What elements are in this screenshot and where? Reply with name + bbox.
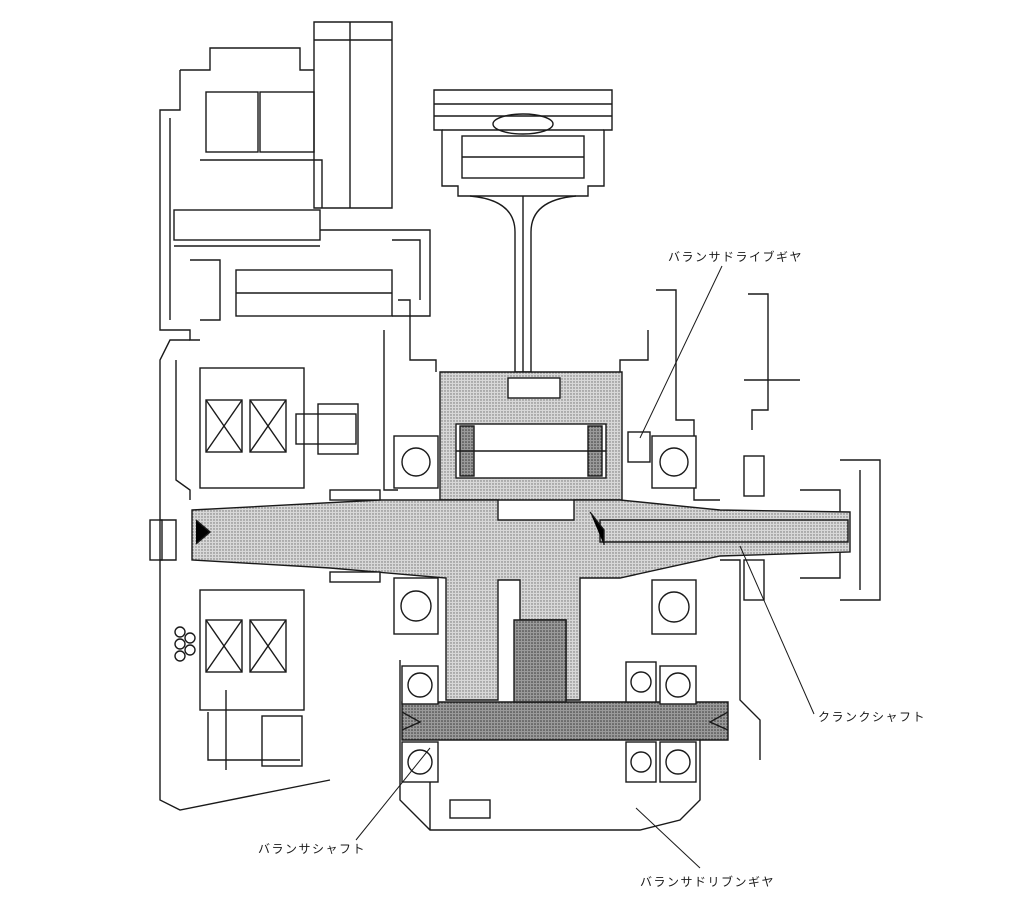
bearings [329, 431, 697, 783]
connecting-rod [469, 195, 577, 373]
piston [433, 89, 613, 197]
upper-left-housing [159, 21, 431, 341]
label-balancer-drive-gear: バランサドライブギヤ [668, 250, 804, 264]
label-balancer-driven-gear: バランサドリブンギヤ [640, 875, 776, 889]
leader-lines [355, 265, 815, 869]
label-balancer-shaft: バランサシャフト [258, 842, 367, 856]
crankcase [383, 289, 800, 831]
label-crankshaft: クランクシャフト [818, 710, 927, 724]
crank-webs [191, 371, 851, 741]
left-generator-assembly [149, 339, 359, 811]
